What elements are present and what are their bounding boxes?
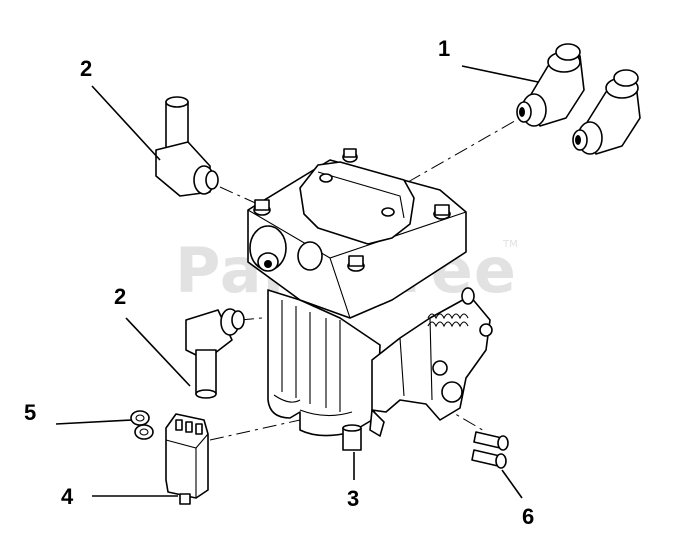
leader-6 [501,469,523,499]
callout-4: 4 [61,484,74,509]
callout-1: 1 [438,36,450,61]
leader-2b [125,317,191,387]
dash-line-4 [209,419,301,441]
elbow-fitting-b [572,69,641,155]
callout-5: 5 [24,400,36,425]
bottom-nozzle [342,424,362,451]
part-2b-l-fitting [185,308,245,399]
callout-3: 3 [347,486,359,511]
callout-2-upper: 2 [80,56,92,81]
leader-2a [91,85,161,161]
callout-2-lower: 2 [114,284,126,309]
part-6-screws [471,431,509,469]
carburetor-body [247,148,493,451]
leader-lines [55,65,539,499]
part-5-nuts [130,410,154,440]
governor-spring [427,287,475,328]
dash-line-1 [407,117,521,183]
callout-labels: 1 2 2 3 4 5 6 [24,36,534,529]
elbow-fitting-a [516,43,585,127]
watermark-trademark: TM [502,239,518,250]
cover-screws [253,148,451,272]
part-2a-l-fitting [155,96,219,197]
leader-5 [55,419,133,425]
part-4-solenoid [165,413,209,505]
callout-6: 6 [522,504,534,529]
leader-1 [461,65,539,83]
part-1-elbow-fittings [516,43,641,155]
